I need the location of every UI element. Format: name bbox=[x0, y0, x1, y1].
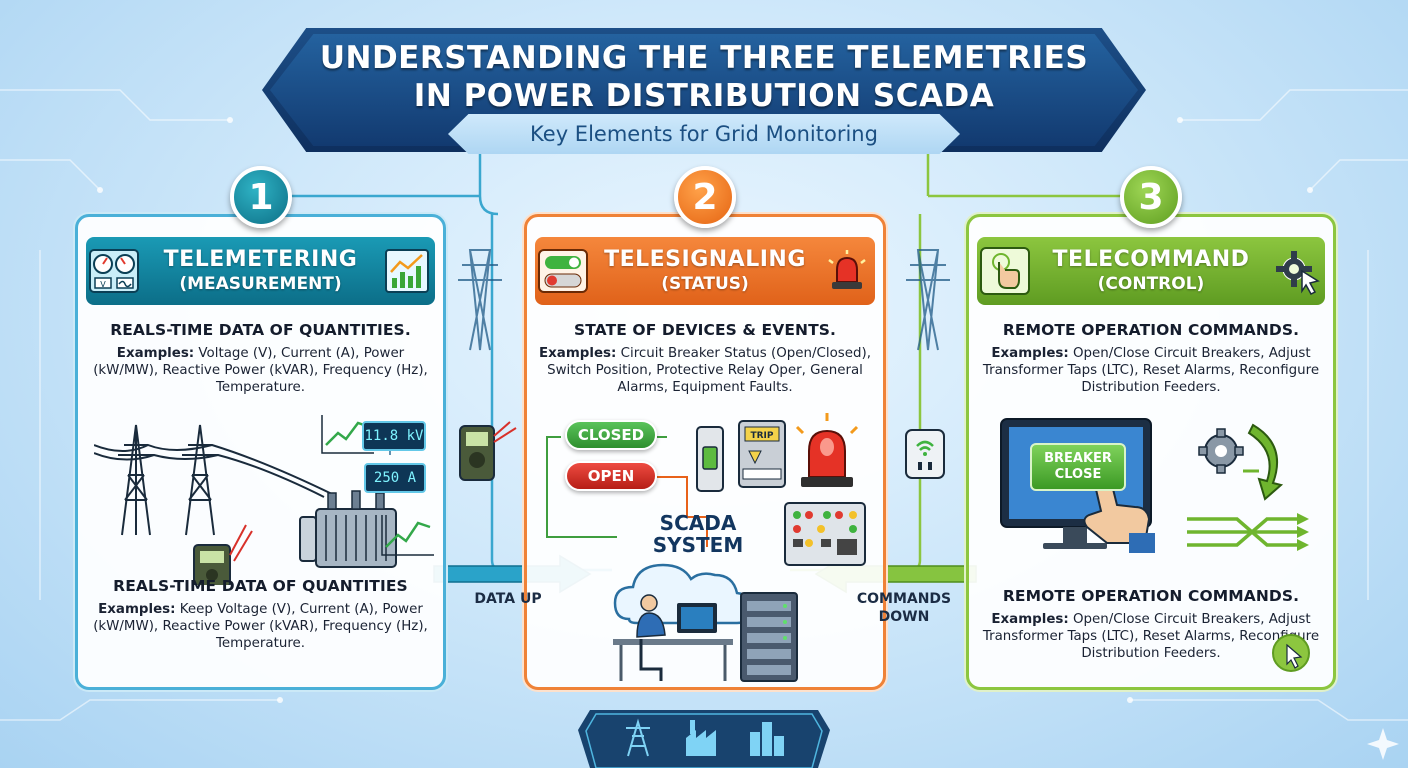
telesignaling-title-group: TELESIGNALING (STATUS) bbox=[591, 247, 819, 295]
step-number-1: 1 bbox=[230, 166, 292, 228]
title-line-1: Understanding the Three Telemetries bbox=[319, 40, 1089, 76]
commands-down-label: COMMANDS DOWN bbox=[856, 591, 952, 625]
telecommand-top-examples-lead: Examples: bbox=[991, 346, 1069, 361]
panel-telecommand: TELECOMMAND (CONTROL) REMOTE OPERATION C… bbox=[966, 214, 1336, 690]
gear-cursor-icon bbox=[1269, 245, 1325, 297]
touch-hand-icon bbox=[977, 245, 1033, 297]
alarm-beacon-icon bbox=[819, 245, 875, 297]
telesignaling-top-examples: Examples: Circuit Breaker Status (Open/C… bbox=[539, 345, 871, 396]
telesignaling-top-title: STATE OF DEVICES & EVENTS. bbox=[573, 321, 837, 339]
telemetering-top-title: REALS-TIME DATA OF QUANTITIES. bbox=[110, 321, 411, 339]
telesignaling-top-examples-lead: Examples: bbox=[539, 346, 617, 361]
telecommand-bottom-examples: Examples: Open/Close Circuit Breakers, A… bbox=[981, 611, 1321, 662]
transmission-tower-icon bbox=[626, 718, 650, 757]
telemetering-heading: TELEMETERING bbox=[163, 247, 358, 272]
footer-icons bbox=[626, 718, 784, 757]
voltage-meter-display: 11.8 kV bbox=[362, 421, 426, 451]
gauges-icon: V bbox=[86, 245, 142, 297]
subtitle: Key Elements for Grid Monitoring bbox=[448, 114, 960, 154]
gear-cycle-icon bbox=[1198, 423, 1284, 501]
telesignaling-heading: TELESIGNALING bbox=[604, 247, 806, 272]
step-number-3: 3 bbox=[1120, 166, 1182, 228]
trip-label: TRIP bbox=[750, 431, 773, 441]
svg-text:V: V bbox=[100, 280, 106, 289]
telecommand-bottom-title: REMOTE OPERATION COMMANDS. bbox=[1002, 587, 1300, 605]
data-up-label: DATA UP bbox=[474, 591, 542, 607]
toggle-switch-icon bbox=[535, 245, 591, 297]
trend-chart-icon bbox=[379, 245, 435, 297]
scada-system-label: SCADA SYSTEM bbox=[652, 511, 744, 557]
telemetering-top-examples-lead: Examples: bbox=[116, 346, 195, 361]
title-line-2: in Power Distribution SCADA bbox=[413, 78, 995, 114]
click-cursor-icon bbox=[1272, 634, 1310, 672]
telemetering-subheading: (MEASUREMENT) bbox=[179, 274, 342, 294]
panel-telesignaling: TELESIGNALING (STATUS) STATE OF DEVICES … bbox=[524, 214, 886, 690]
telecommand-bottom-examples-lead: Examples: bbox=[991, 612, 1069, 627]
telemetering-bottom-title: REALS-TIME DATA OF QUANTITIES bbox=[113, 577, 408, 595]
telemetering-title-group: TELEMETERING (MEASUREMENT) bbox=[142, 247, 379, 295]
telemetering-header: V TELEMETERING (MEASUREMENT) bbox=[86, 237, 435, 305]
server-rack-icon bbox=[740, 592, 798, 682]
telemetering-bottom-examples-text: Keep Voltage (V), Current (A), Power (kW… bbox=[93, 602, 428, 651]
factory-icon bbox=[686, 720, 716, 756]
step-number-2: 2 bbox=[674, 166, 736, 228]
panel-telemetering: V TELEMETERING (MEASUREMENT) REALS-TIME … bbox=[75, 214, 446, 690]
telesignaling-illustration: TRIP bbox=[546, 413, 866, 682]
telecommand-heading: TELECOMMAND bbox=[1052, 247, 1250, 272]
telemetering-bottom-examples-lead: Examples: bbox=[98, 602, 176, 617]
smart-plug-wifi-icon bbox=[905, 429, 945, 479]
breaker-open-status: OPEN bbox=[565, 461, 657, 491]
telemetering-illustration bbox=[94, 415, 434, 585]
telesignaling-top-examples-text: Circuit Breaker Status (Open/Closed), Sw… bbox=[547, 346, 871, 395]
multimeter-icon bbox=[459, 421, 517, 481]
telecommand-top-title: REMOTE OPERATION COMMANDS. bbox=[1002, 321, 1300, 339]
red-beacon-icon bbox=[795, 413, 859, 487]
current-meter-display: 250 A bbox=[364, 463, 426, 493]
reconfigure-arrows-icon bbox=[1187, 517, 1297, 547]
control-panel-icon bbox=[784, 502, 866, 566]
telecommand-bottom-examples-text: Open/Close Circuit Breakers, Adjust Tran… bbox=[982, 612, 1320, 661]
telecommand-subheading: (CONTROL) bbox=[1097, 274, 1205, 294]
breaker-close-button[interactable]: BREAKER CLOSE bbox=[1030, 443, 1126, 491]
telemetering-top-examples: Examples: Voltage (V), Current (A), Powe… bbox=[90, 345, 431, 396]
breaker-closed-status: CLOSED bbox=[565, 420, 657, 450]
telecommand-top-examples: Examples: Open/Close Circuit Breakers, A… bbox=[981, 345, 1321, 396]
city-buildings-icon bbox=[750, 722, 784, 756]
telemetering-top-examples-text: Voltage (V), Current (A), Power (kW/MW),… bbox=[93, 346, 428, 395]
telecommand-top-examples-text: Open/Close Circuit Breakers, Adjust Tran… bbox=[982, 346, 1320, 395]
telesignaling-header: TELESIGNALING (STATUS) bbox=[535, 237, 875, 305]
telecommand-header: TELECOMMAND (CONTROL) bbox=[977, 237, 1325, 305]
telemetering-bottom-examples: Examples: Keep Voltage (V), Current (A),… bbox=[90, 601, 431, 652]
telecommand-title-group: TELECOMMAND (CONTROL) bbox=[1033, 247, 1269, 295]
telesignaling-subheading: (STATUS) bbox=[661, 274, 749, 294]
